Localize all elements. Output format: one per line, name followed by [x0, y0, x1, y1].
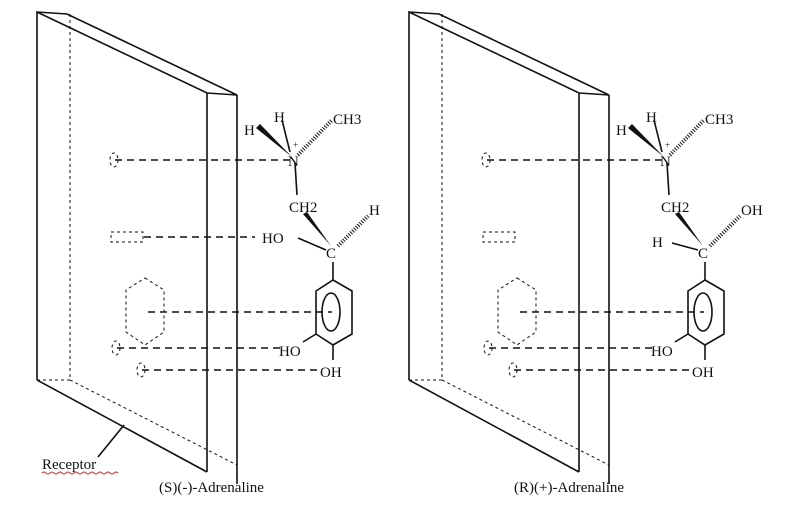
- spellcheck-underline: [41, 471, 119, 475]
- n-h-left-label: H: [616, 123, 627, 139]
- ring-oh-1-label: HO: [279, 344, 301, 360]
- methylene-label: CH2: [661, 200, 689, 216]
- ring-oh-1-label: HO: [651, 344, 673, 360]
- n-h-left-label: H: [244, 123, 255, 139]
- receptor-site-hbond: [110, 231, 144, 243]
- n-h-top-label: H: [646, 110, 657, 126]
- chiral-carbon-label: C: [698, 246, 708, 262]
- receptor-label: Receptor: [42, 457, 96, 473]
- receptor-site-hbond: [482, 231, 516, 243]
- ring-oh-2-label: OH: [320, 365, 342, 381]
- c-sub-right-label: H: [369, 203, 380, 219]
- panel-s-adrenaline: H H CH3 CH2 C H HO HO OH (S)(-)-Adrenali…: [35, 10, 380, 496]
- caption-r-adrenaline: (R)(+)-Adrenaline: [514, 480, 624, 496]
- methyl-label: CH3: [333, 112, 361, 128]
- chiral-carbon-label: C: [326, 246, 336, 262]
- methyl-label: CH3: [705, 112, 733, 128]
- n-h-top-label: H: [274, 110, 285, 126]
- methylene-label: CH2: [289, 200, 317, 216]
- receptor-slab: [35, 10, 354, 486]
- ring-oh-2-label: OH: [692, 365, 714, 381]
- receptor-slab: [407, 10, 726, 486]
- c-sub-right-label: OH: [741, 203, 763, 219]
- c-sub-left-label: HO: [262, 231, 284, 247]
- receptor-leader-line: [97, 424, 125, 458]
- panel-r-adrenaline: H H CH3 CH2 C OH H HO OH (R)(+)-Adrenali…: [407, 10, 763, 496]
- c-sub-left-label: H: [652, 235, 663, 251]
- caption-s-adrenaline: (S)(-)-Adrenaline: [159, 480, 264, 496]
